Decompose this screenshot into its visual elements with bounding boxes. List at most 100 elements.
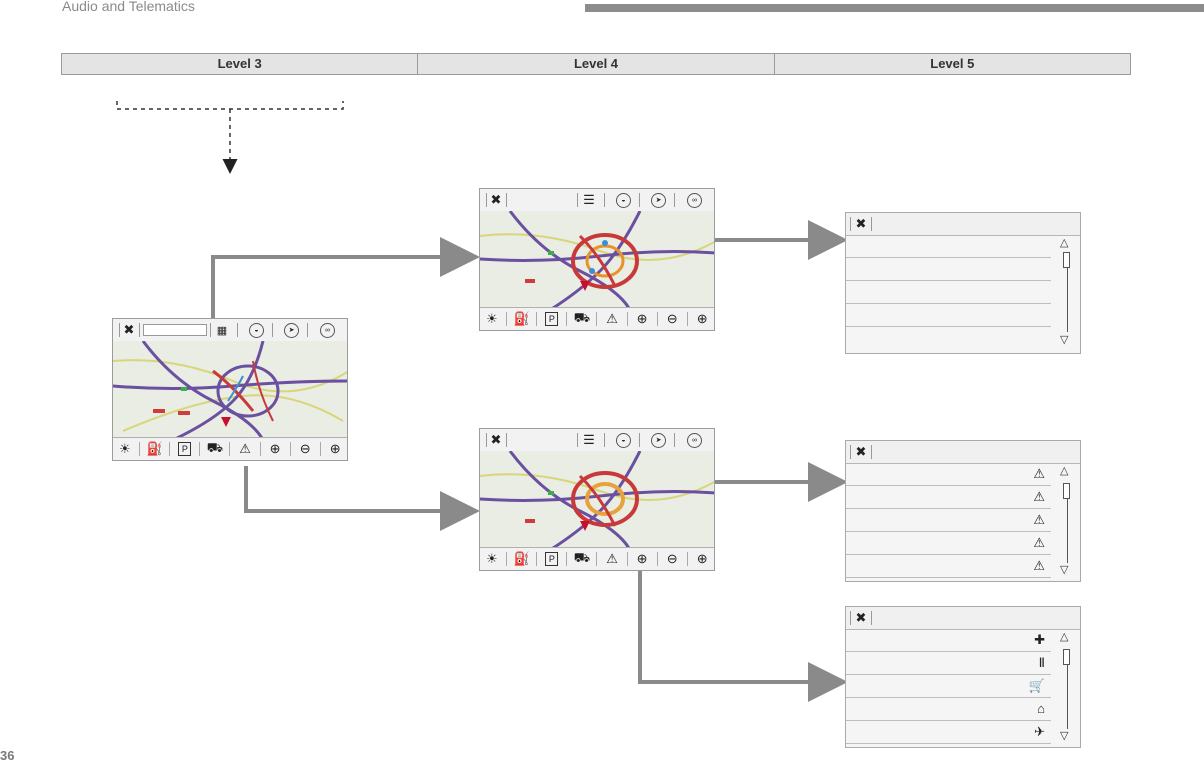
close-icon[interactable]: ✖ <box>855 444 867 459</box>
map-view[interactable] <box>480 451 714 548</box>
scrollbar-thumb[interactable] <box>1063 483 1070 499</box>
scrollbar-thumb[interactable] <box>1063 252 1070 268</box>
navigation-icon[interactable]: ➤ <box>651 432 666 448</box>
map-topbar: ✖ ☰ ◒ ➤ ∞ <box>480 429 714 452</box>
close-icon[interactable]: ✖ <box>123 322 135 337</box>
close-icon[interactable]: ✖ <box>855 610 867 625</box>
map-bottombar: ☀ ⛽ P ⛟ ⚠ ⊕ ⊖ ⊕ <box>113 437 347 460</box>
list-item[interactable] <box>846 281 1051 304</box>
zoom-out-icon[interactable]: ⊖ <box>666 311 678 326</box>
close-icon[interactable]: ✖ <box>490 432 502 447</box>
page-number: 36 <box>0 748 15 763</box>
scroll-up-icon[interactable]: △ <box>1060 237 1069 249</box>
map-bottombar: ☀ ⛽ P ⛟ ⚠ ⊕ ⊖ ⊕ <box>480 547 714 570</box>
weather-icon[interactable]: ☀ <box>485 551 498 566</box>
fuel-icon[interactable]: ⛽ <box>513 311 530 326</box>
hotel-icon: ⌂ <box>1037 701 1045 716</box>
parking-icon[interactable]: P <box>543 310 561 328</box>
scrollbar-track[interactable] <box>1067 665 1068 729</box>
map-view[interactable] <box>480 211 714 308</box>
list-header: ✖ <box>846 607 1080 630</box>
scroll-up-icon[interactable]: △ <box>1060 631 1069 643</box>
poi-icon[interactable]: ⛟ <box>206 440 224 455</box>
fuel-icon[interactable]: ⛽ <box>513 551 530 566</box>
list-item[interactable]: ⚠ <box>846 486 1051 509</box>
list-icon[interactable]: ▦ <box>216 324 228 337</box>
map-topbar: ✖ ▦ ◒ ➤ ∞ <box>113 319 347 342</box>
warning-icon: ⚠ <box>1033 466 1045 481</box>
scrollbar-track[interactable] <box>1067 268 1068 332</box>
close-icon[interactable]: ✖ <box>855 216 867 231</box>
scroll-down-icon[interactable]: ▽ <box>1060 730 1069 742</box>
plus-circle-icon[interactable]: ⊕ <box>269 441 281 456</box>
scrollbar-thumb[interactable] <box>1063 649 1070 665</box>
level-5-header: Level 5 <box>930 56 975 71</box>
options-icon[interactable]: ∞ <box>320 322 335 338</box>
warning-icon: ⚠ <box>1033 512 1045 527</box>
list-item[interactable]: Ⅱ <box>846 652 1051 675</box>
map-topbar: ✖ ☰ ◒ ➤ ∞ <box>480 189 714 212</box>
parking-icon[interactable]: P <box>543 550 561 568</box>
list-item[interactable]: ⚠ <box>846 555 1051 578</box>
list-item[interactable] <box>846 235 1051 258</box>
arrow-l4-to-l5-poi <box>638 570 848 702</box>
options-icon[interactable]: ∞ <box>687 432 702 448</box>
list-item[interactable]: ⚠ <box>846 532 1051 555</box>
warning-icon: ⚠ <box>1033 535 1045 550</box>
list-item[interactable] <box>846 258 1051 281</box>
parking-icon[interactable]: P <box>176 440 194 458</box>
warning-icon[interactable]: ⚠ <box>606 311 618 326</box>
arrow-l3-to-l4-bottom <box>244 466 480 531</box>
airport-icon: ✈ <box>1034 724 1045 739</box>
close-icon[interactable]: ✖ <box>490 192 502 207</box>
zoom-in-icon[interactable]: ⊕ <box>696 311 708 326</box>
list-item[interactable]: ✈ <box>846 721 1051 744</box>
zoom-out-icon[interactable]: ⊖ <box>666 551 678 566</box>
list-item[interactable]: ⚠ <box>846 463 1051 486</box>
warning-icon: ⚠ <box>1033 558 1045 573</box>
zoom-out-icon[interactable]: ⊖ <box>299 441 311 456</box>
plus-circle-icon[interactable]: ⊕ <box>636 551 648 566</box>
traffic-icon[interactable]: ◒ <box>616 192 631 208</box>
list-item[interactable]: 🛒 <box>846 675 1051 698</box>
map-view[interactable] <box>113 341 347 438</box>
scroll-up-icon[interactable]: △ <box>1060 465 1069 477</box>
list-item[interactable]: ⌂ <box>846 698 1051 721</box>
traffic-icon[interactable]: ◒ <box>249 322 264 338</box>
fuel-icon[interactable]: ⛽ <box>146 441 163 456</box>
zoom-in-icon[interactable]: ⊕ <box>329 441 341 456</box>
list-panel-level5: ✖ △ ▽ <box>845 212 1081 354</box>
warning-icon: ⚠ <box>1033 489 1045 504</box>
list-item[interactable]: ✚ <box>846 629 1051 652</box>
list-icon[interactable]: ☰ <box>583 192 595 207</box>
list-header: ✖ <box>846 441 1080 464</box>
warning-icon[interactable]: ⚠ <box>239 441 251 456</box>
poi-icon[interactable]: ⛟ <box>573 310 591 325</box>
shopping-icon: 🛒 <box>1028 678 1045 693</box>
list-item[interactable] <box>846 304 1051 327</box>
navigation-icon[interactable]: ➤ <box>651 192 666 208</box>
map-screen-level4-bottom: ✖ ☰ ◒ ➤ ∞ ☀ ⛽ P ⛟ ⚠ ⊕ ⊖ ⊕ <box>479 428 715 571</box>
level-3-header: Level 3 <box>62 54 419 74</box>
header-bar <box>585 4 1204 12</box>
navigation-icon[interactable]: ➤ <box>284 322 299 338</box>
options-icon[interactable]: ∞ <box>687 192 702 208</box>
list-header: ✖ <box>846 213 1080 236</box>
scroll-down-icon[interactable]: ▽ <box>1060 564 1069 576</box>
zoom-in-icon[interactable]: ⊕ <box>696 551 708 566</box>
warning-icon[interactable]: ⚠ <box>606 551 618 566</box>
scrollbar-track[interactable] <box>1067 499 1068 563</box>
list-item[interactable]: ⚠ <box>846 509 1051 532</box>
map-screen-level3: ✖ ▦ ◒ ➤ ∞ ☀ ⛽ P ⛟ <box>112 318 348 461</box>
level-4-header: Level 4 <box>418 54 775 74</box>
list-icon[interactable]: ☰ <box>583 432 595 447</box>
search-field[interactable] <box>143 324 207 336</box>
scroll-down-icon[interactable]: ▽ <box>1060 334 1069 346</box>
weather-icon[interactable]: ☀ <box>118 441 131 456</box>
traffic-icon[interactable]: ◒ <box>616 432 631 448</box>
weather-icon[interactable]: ☀ <box>485 311 498 326</box>
plus-circle-icon[interactable]: ⊕ <box>636 311 648 326</box>
poi-icon[interactable]: ⛟ <box>573 550 591 565</box>
dashed-bracket <box>116 101 344 110</box>
